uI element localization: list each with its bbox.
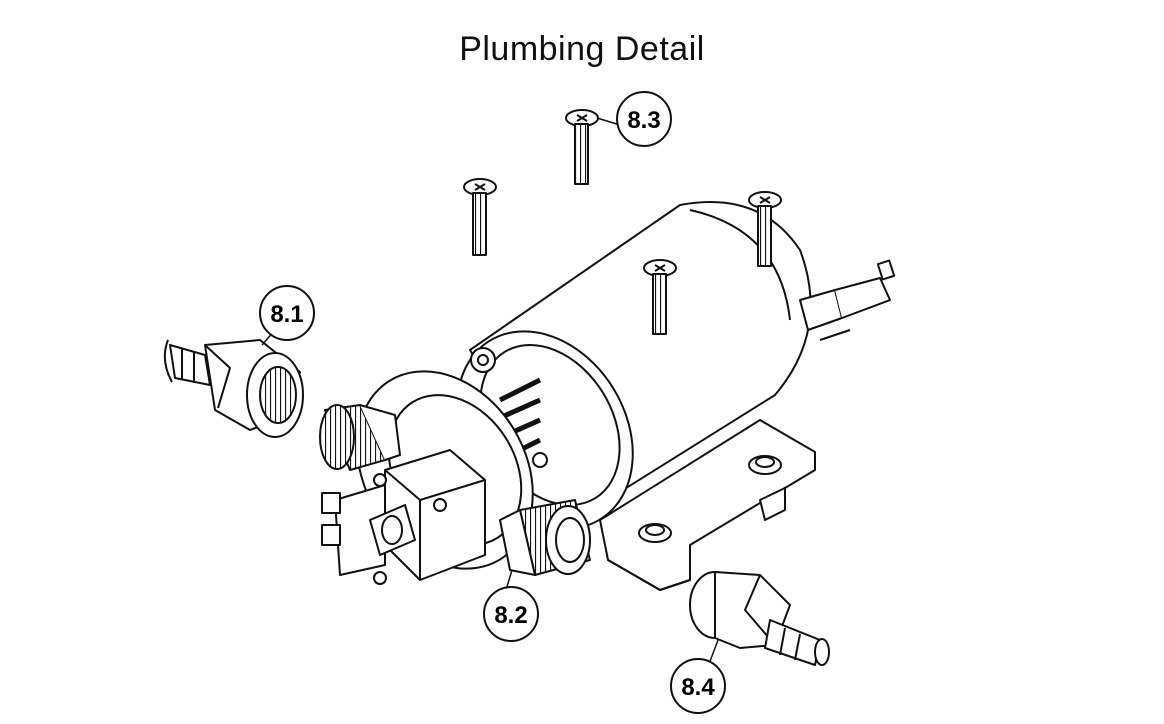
outlet-hose-barb-fitting — [689, 571, 830, 666]
callout-8-2: 8.2 — [483, 586, 539, 642]
screw-center — [643, 259, 677, 335]
inlet-port — [319, 404, 401, 471]
pressure-switch — [321, 449, 486, 585]
outlet-port — [499, 499, 591, 576]
callout-8-4: 8.4 — [670, 658, 726, 714]
diagram-title: Plumbing Detail — [459, 30, 705, 68]
callout-label: 8.4 — [681, 674, 715, 701]
screw-left — [463, 178, 497, 256]
inlet-hose-barb-fitting — [163, 339, 304, 438]
callout-label: 8.2 — [494, 602, 527, 629]
callout-label: 8.1 — [270, 301, 303, 328]
screw-top-center — [565, 109, 599, 185]
callout-8-1: 8.1 — [259, 285, 315, 341]
callout-label: 8.3 — [627, 107, 660, 134]
wire-connector — [799, 259, 896, 341]
base-plate — [599, 419, 816, 591]
screw-right — [748, 191, 782, 267]
callout-8-3: 8.3 — [616, 91, 672, 147]
